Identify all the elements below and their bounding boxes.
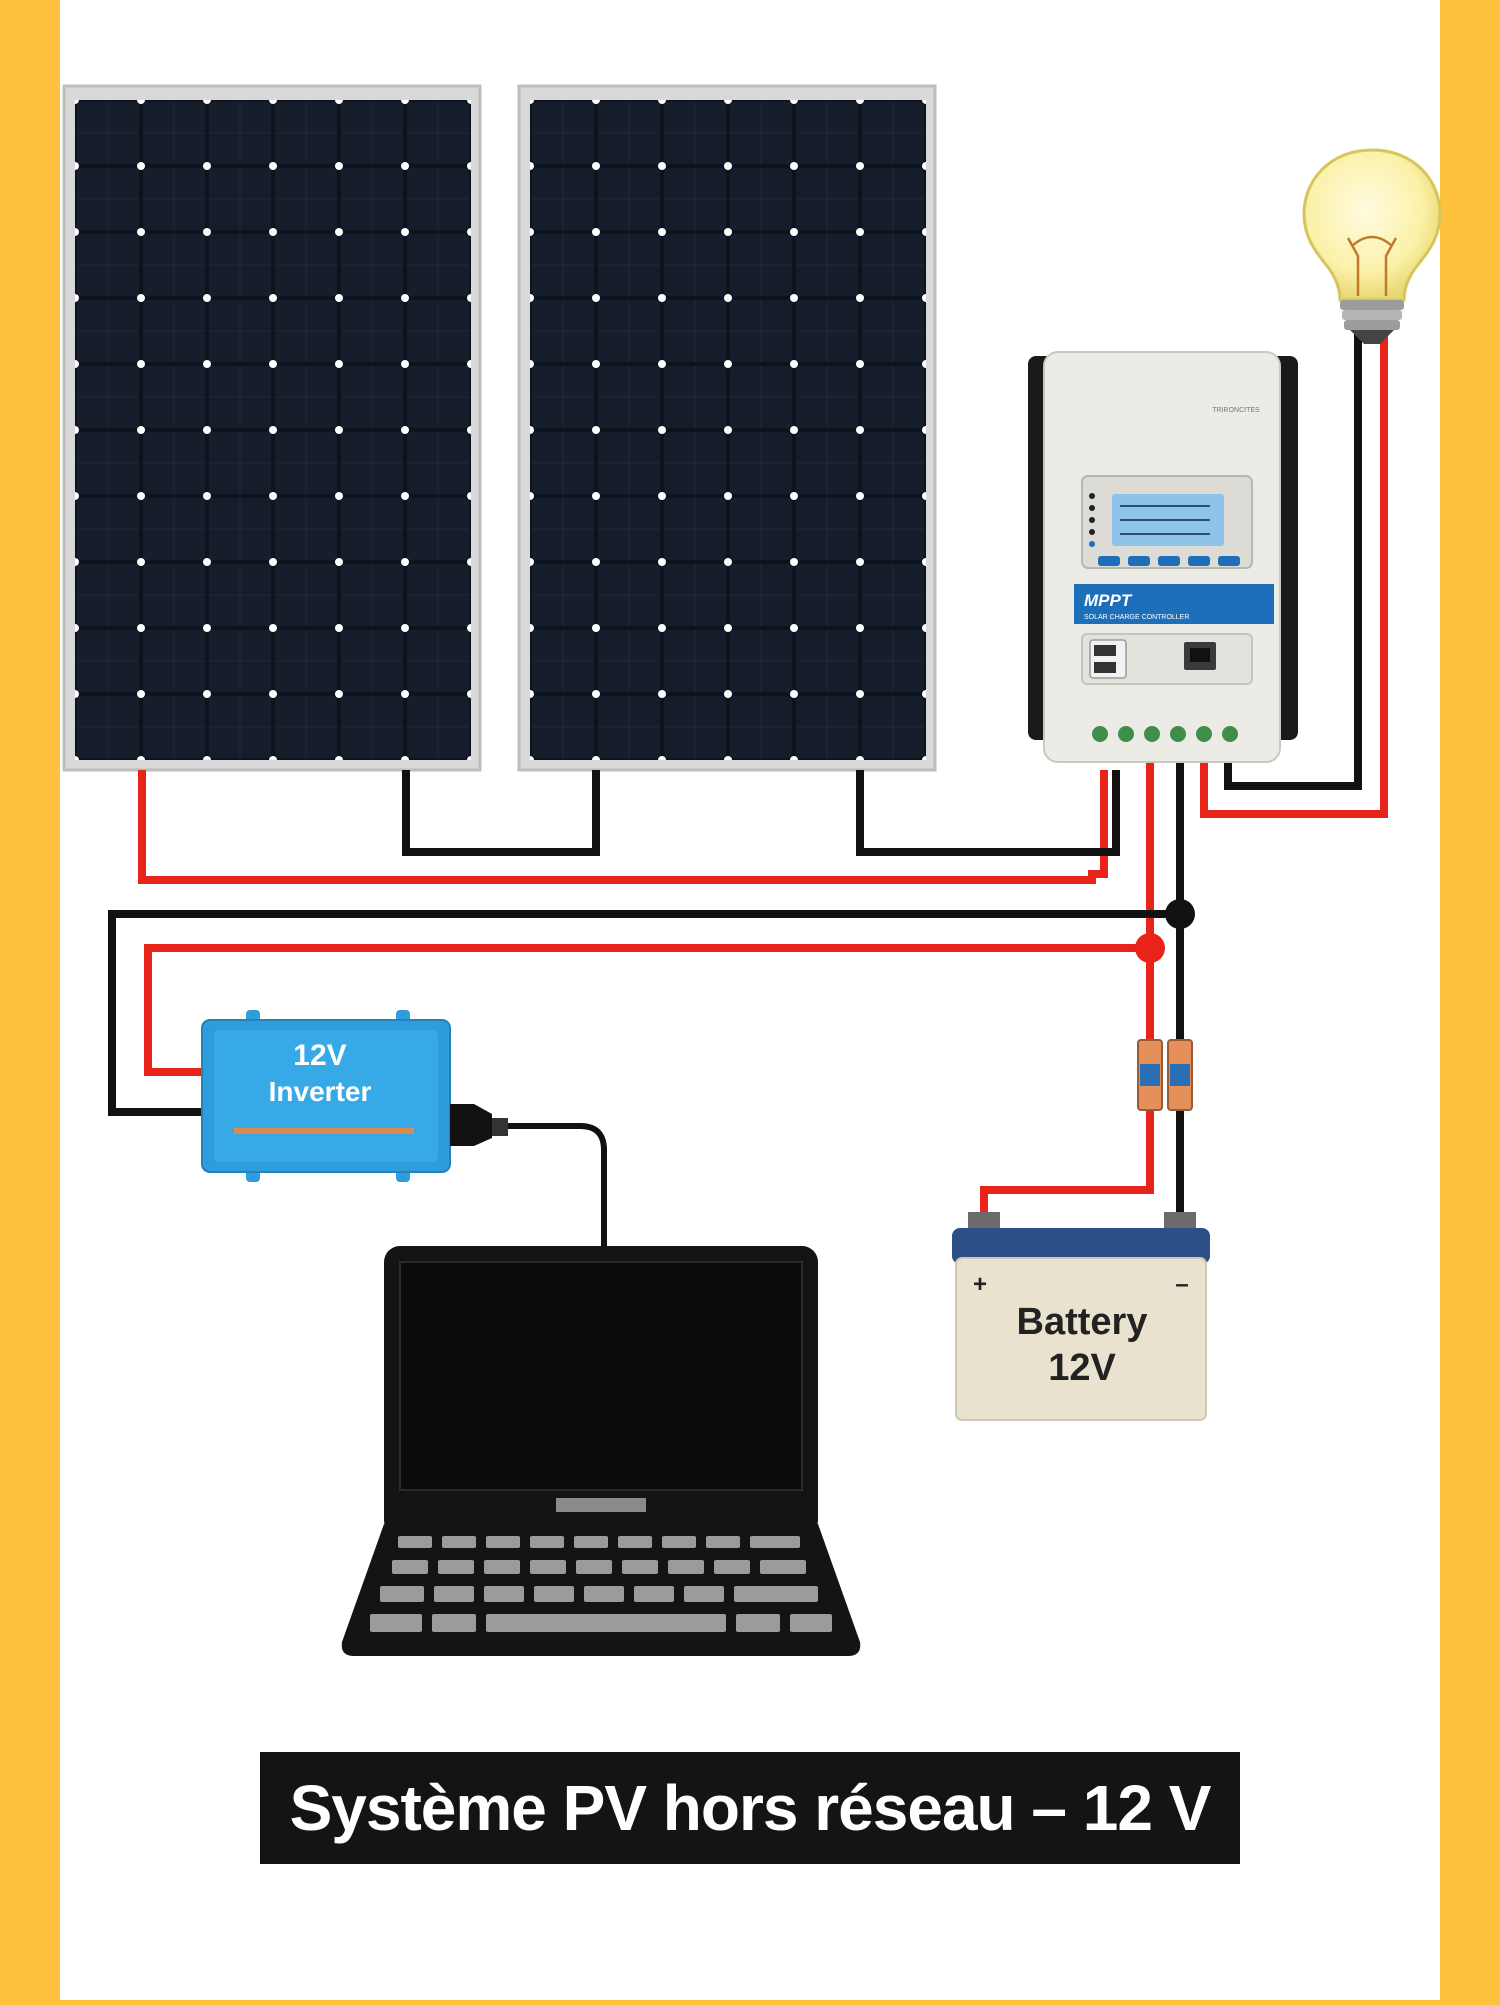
pv-positive-wire: [138, 770, 1108, 884]
laptop-icon: [341, 1246, 861, 1656]
terminal: [1222, 726, 1238, 742]
laptop-power-cable: [506, 1123, 607, 1250]
controller-sublabel: SOLAR CHARGE CONTROLLER: [1084, 614, 1189, 621]
mppt-charge-controller: TRIRONCITES MPPT SOLAR CHARGE CONTROLLER: [1028, 351, 1298, 763]
controller-button[interactable]: [1128, 556, 1150, 566]
fuse-positive: [1137, 1039, 1163, 1111]
battery-name-label: Battery: [1017, 1301, 1148, 1343]
controller-mppt-label: MPPT: [1084, 591, 1133, 610]
terminal: [1196, 726, 1212, 742]
load-positive-wire: [1200, 330, 1388, 818]
laptop-keys: [370, 1536, 832, 1632]
battery-voltage-label: 12V: [1048, 1347, 1116, 1389]
controller-button[interactable]: [1218, 556, 1240, 566]
fuse-negative: [1167, 1039, 1193, 1111]
caption-text: Système PV hors réseau – 12 V: [289, 1772, 1212, 1844]
inverter-negative-wire: [108, 910, 1180, 1116]
terminal: [1170, 726, 1186, 742]
inverter-stripe: [234, 1128, 414, 1134]
terminal: [1118, 726, 1134, 742]
negative-junction: [1165, 899, 1195, 929]
series-link-wire: [402, 770, 600, 856]
controller-button[interactable]: [1098, 556, 1120, 566]
wiring: [108, 330, 1388, 1250]
inverter-voltage-label: 12V: [293, 1039, 346, 1072]
battery-minus-terminal-label: –: [1175, 1271, 1188, 1298]
pv-negative-wire: [856, 770, 1120, 856]
inverter-output-plug: [450, 1104, 492, 1146]
battery-12v: + – Battery 12V: [952, 1212, 1210, 1421]
inverter-12v: 12V Inverter: [201, 1010, 508, 1182]
light-bulb-icon: [1302, 148, 1442, 344]
controller-label-band: [1074, 584, 1274, 624]
battery-positive-bus: [980, 760, 1154, 1226]
inverter-name-label: Inverter: [269, 1076, 372, 1107]
caption-banner: Système PV hors réseau – 12 V: [260, 1752, 1240, 1864]
controller-button[interactable]: [1188, 556, 1210, 566]
solar-panel-right: [517, 84, 937, 772]
load-negative-wire: [1224, 330, 1362, 790]
inverter-positive-wire: [144, 944, 1150, 1076]
terminal: [1144, 726, 1160, 742]
laptop-screen: [399, 1261, 803, 1491]
solar-panel-left: [62, 84, 482, 772]
positive-junction: [1135, 933, 1165, 963]
terminal: [1092, 726, 1108, 742]
controller-brand: TRIRONCITES: [1212, 407, 1260, 414]
controller-button[interactable]: [1158, 556, 1180, 566]
battery-plus-terminal-label: +: [973, 1271, 987, 1298]
